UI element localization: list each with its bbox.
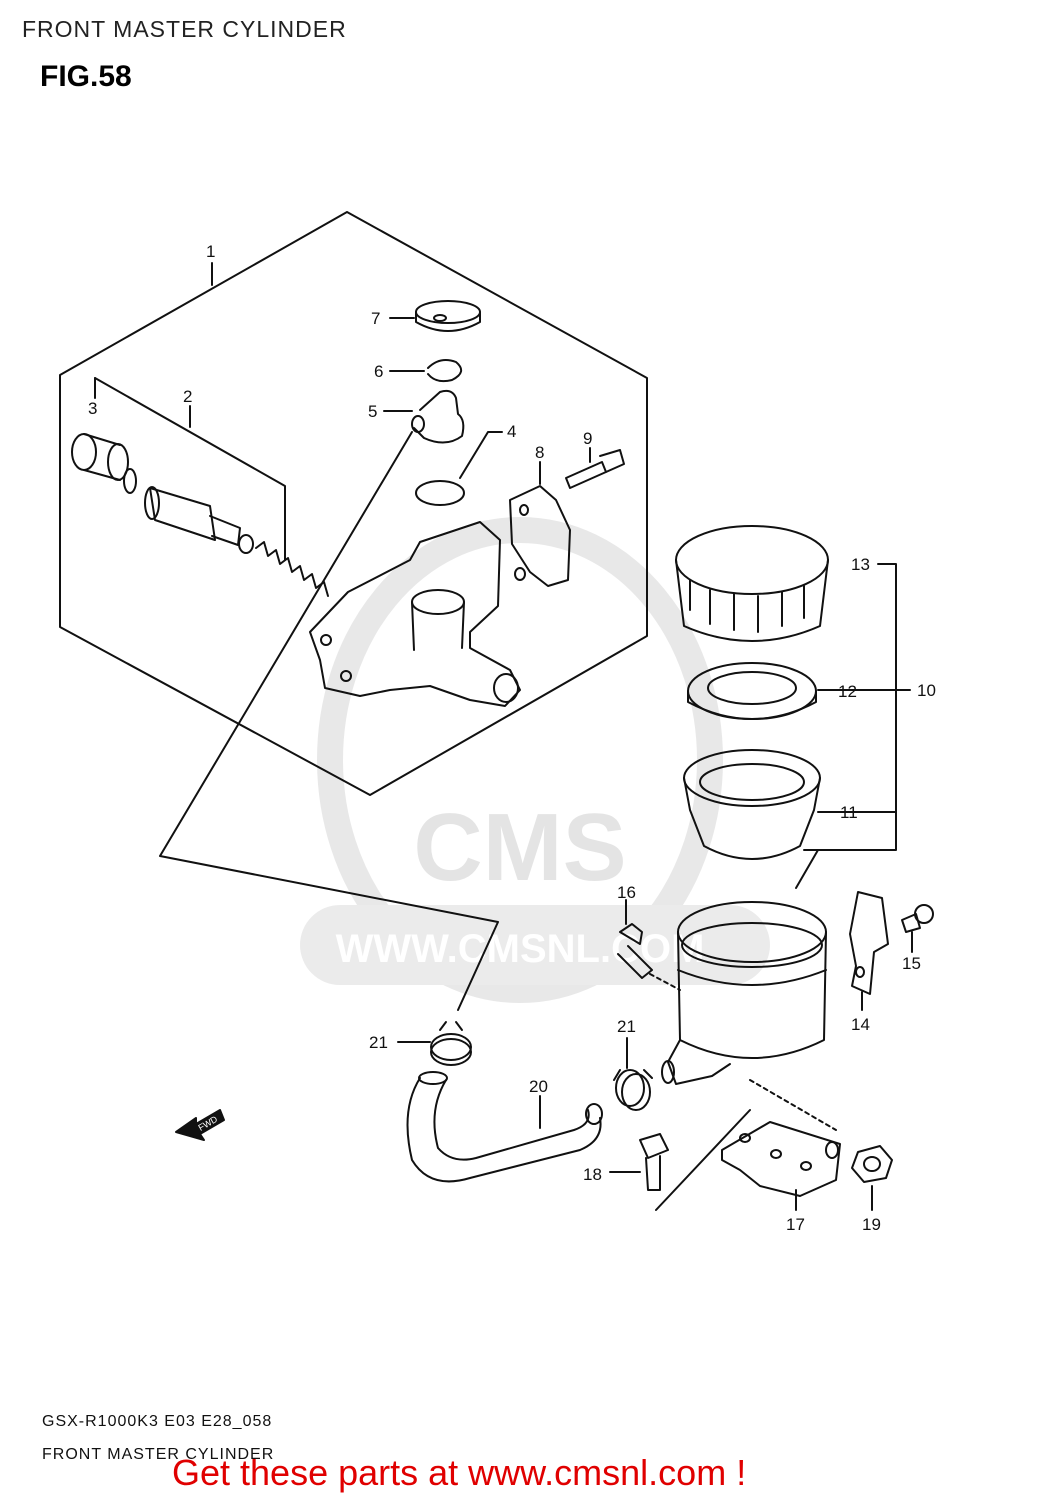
callout-11: 11 — [840, 803, 858, 822]
diaphragm-plate-12 — [687, 662, 817, 720]
o-ring-4 — [415, 480, 465, 506]
callout-9: 9 — [583, 429, 592, 448]
bracket-17 — [721, 1121, 841, 1197]
callout-6: 6 — [374, 362, 383, 381]
callout-7: 7 — [371, 309, 380, 328]
holder-8 — [509, 485, 571, 587]
figure-number: FIG.58 — [40, 60, 132, 93]
callout-17: 17 — [786, 1215, 805, 1234]
bolt-9 — [565, 449, 625, 489]
model-code: GSX-R1000K3 E03 E28_058 — [42, 1413, 273, 1430]
hose-clamp-21b — [613, 1069, 653, 1111]
callout-18: 18 — [583, 1165, 602, 1184]
callout-3: 3 — [88, 399, 97, 418]
circlip-6 — [427, 359, 463, 383]
bracket-2 — [94, 377, 286, 561]
watermark-logo: CMS — [413, 794, 626, 901]
nut-19 — [851, 1145, 893, 1183]
hose-20 — [406, 1071, 603, 1183]
reservoir-cap-7 — [415, 300, 481, 332]
callout-21-left: 21 — [369, 1033, 388, 1052]
hose-clamp-21a — [430, 1021, 472, 1066]
cup-seal-3 — [71, 433, 129, 481]
screw-15 — [901, 904, 934, 933]
watermark: CMS WWW.CMSNL.COM — [300, 517, 770, 1003]
hose-leader — [159, 431, 499, 1011]
piston-set-2 — [123, 468, 329, 597]
callout-12: 12 — [838, 682, 857, 701]
promo-link[interactable]: Get these parts at www.cmsnl.com ! — [172, 1452, 747, 1493]
callout-1: 1 — [206, 242, 215, 261]
reservoir-tank — [661, 901, 827, 1085]
watermark-url: WWW.CMSNL.COM — [336, 927, 705, 971]
assembly-outline — [59, 211, 648, 796]
diaphragm-11 — [683, 749, 821, 860]
reservoir-lid-13 — [675, 525, 829, 642]
callout-13: 13 — [851, 555, 870, 574]
callout-15: 15 — [902, 954, 921, 973]
hose-connector-5 — [411, 389, 465, 444]
callout-8: 8 — [535, 443, 544, 462]
callout-2: 2 — [183, 387, 192, 406]
bolt-18 — [639, 1133, 669, 1191]
master-cylinder-body — [309, 521, 521, 707]
footer-title: FRONT MASTER CYLINDER — [42, 1446, 275, 1463]
callout-14: 14 — [851, 1015, 870, 1034]
callout-16: 16 — [617, 883, 636, 902]
callout-4: 4 — [507, 422, 516, 441]
callout-5: 5 — [368, 402, 377, 421]
forward-arrow-icon — [175, 1109, 225, 1141]
callout-21-right: 21 — [617, 1017, 636, 1036]
bolt-16 — [617, 923, 653, 979]
callout-20: 20 — [529, 1077, 548, 1096]
plate-14 — [849, 891, 889, 995]
bracket-10 — [803, 563, 897, 851]
callout-19: 19 — [862, 1215, 881, 1234]
callout-10: 10 — [917, 681, 936, 700]
page-title: FRONT MASTER CYLINDER — [22, 16, 347, 42]
